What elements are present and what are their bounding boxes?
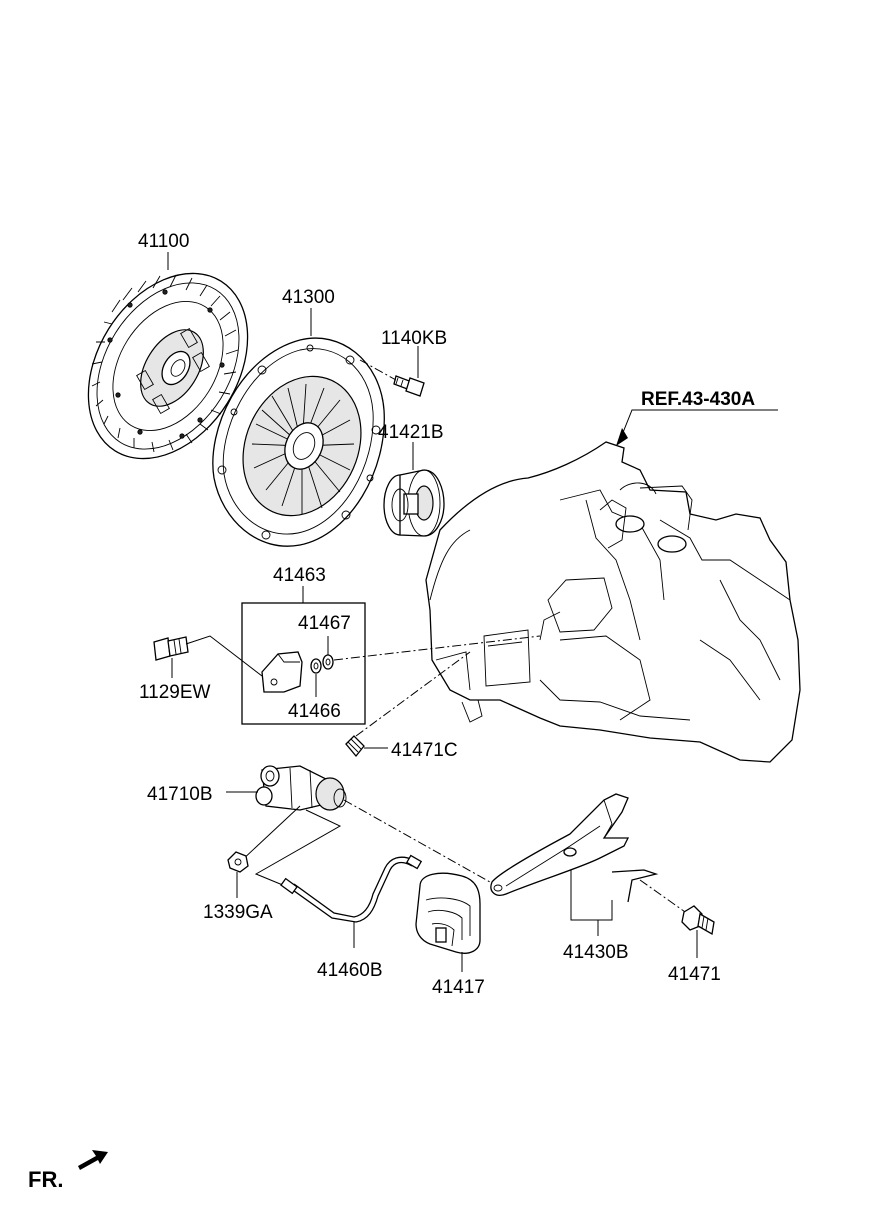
leader-cyl-nut	[239, 805, 301, 863]
transmission-housing	[425, 441, 801, 763]
clutch-disc[interactable]	[56, 244, 281, 488]
label-41417: 41417	[432, 977, 485, 998]
dash-bleeder	[355, 651, 471, 737]
pipe[interactable]	[280, 854, 423, 923]
dash-bracket	[333, 635, 541, 661]
label-41430B: 41430B	[563, 942, 629, 963]
label-41300: 41300	[282, 287, 335, 308]
label-41710B: 41710B	[147, 784, 213, 805]
washer-b[interactable]	[310, 658, 322, 674]
fork-spring-clip[interactable]	[611, 869, 659, 903]
label-1140KB: 1140KB	[381, 328, 447, 349]
clutch-cover[interactable]	[212, 337, 385, 547]
label-41100: 41100	[138, 231, 189, 252]
label-1339GA: 1339GA	[203, 902, 273, 923]
dash-cylinder	[343, 799, 491, 883]
boot[interactable]	[415, 872, 481, 954]
leader-cyl-pipe	[254, 809, 342, 889]
leader-41430B-bracket	[570, 870, 613, 921]
label-41466: 41466	[288, 701, 341, 722]
reference-arrow-icon	[616, 428, 628, 446]
dash-fork-bolt	[639, 879, 689, 915]
label-41421B: 41421B	[378, 422, 444, 443]
fork-bolt[interactable]	[681, 905, 715, 936]
leader-bracket-bolt	[185, 635, 263, 677]
front-arrow-icon	[78, 1150, 108, 1170]
bleeder-screw[interactable]	[345, 735, 365, 758]
label-41471C: 41471C	[391, 740, 458, 761]
release-cylinder[interactable]	[255, 765, 347, 811]
label-41467: 41467	[298, 613, 351, 634]
cover-bolt[interactable]	[393, 375, 425, 397]
washer-a[interactable]	[322, 654, 334, 670]
nut[interactable]	[227, 851, 249, 873]
bracket[interactable]	[261, 651, 303, 693]
label-41460B: 41460B	[317, 960, 383, 981]
reference-leader	[619, 409, 778, 441]
dash-1140KB	[359, 359, 397, 381]
front-direction-label: FR.	[28, 1167, 63, 1192]
label-1129EW: 1129EW	[139, 682, 211, 703]
label-41463: 41463	[273, 565, 326, 586]
label-41471: 41471	[668, 964, 721, 985]
bracket-bolt[interactable]	[153, 636, 189, 661]
release-bearing[interactable]	[383, 469, 445, 537]
reference-label: REF.43-430A	[641, 389, 755, 410]
release-fork[interactable]	[490, 793, 630, 896]
